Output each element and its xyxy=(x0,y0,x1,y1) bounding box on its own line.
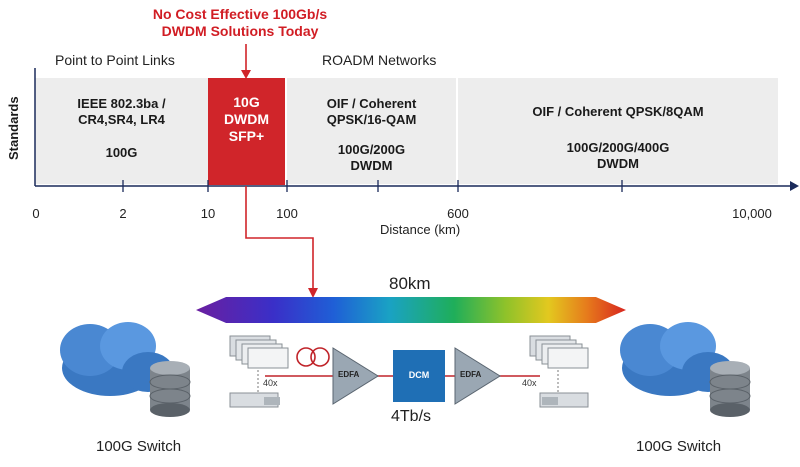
edfa-label-2: EDFA xyxy=(460,370,482,379)
fiber-spool-icon xyxy=(296,347,316,367)
span-distance-label: 80km xyxy=(389,274,431,293)
cell-oif2-line-3: DWDM xyxy=(597,156,639,171)
section-label-roadm: ROADM Networks xyxy=(322,52,437,68)
transceiver-count-left: 40x xyxy=(263,378,278,388)
tick-label-0: 0 xyxy=(32,206,40,221)
tick-label-10000: 10,000 xyxy=(732,206,772,221)
callout-arrowhead xyxy=(241,70,251,79)
edfa-amplifier-icon-1 xyxy=(332,347,379,405)
cell-ieee-line-1: IEEE 802.3ba / xyxy=(77,96,166,111)
cell-oif-100g-text: OIF / Coherent QPSK/16-QAM 100G/200G DWD… xyxy=(287,96,456,174)
cell-oif1-line-2: QPSK/16-QAM xyxy=(326,112,417,127)
cell-oif2-line-1: OIF / Coherent QPSK/8QAM xyxy=(532,104,704,119)
tick-label-100: 100 xyxy=(276,206,298,221)
fiber-spool-icon-2 xyxy=(310,347,330,367)
cell-oif1-line-1: OIF / Coherent xyxy=(326,96,417,111)
tick-label-2: 2 xyxy=(119,206,127,221)
switch-label-left: 100G Switch xyxy=(96,438,182,455)
cell-ieee-rate: 100G xyxy=(105,145,138,160)
transceiver-count-right: 40x xyxy=(522,378,537,388)
cell-10g-line-3: SFP+ xyxy=(228,128,265,144)
connector-arrowhead xyxy=(308,288,318,298)
callout-title: No Cost Effective 100Gb/s DWDM Solutions… xyxy=(130,6,350,40)
cloud-server-left-icon xyxy=(60,322,191,417)
cell-ieee-text: IEEE 802.3ba / CR4,SR4, LR4 100G xyxy=(35,96,208,161)
highlight-10g-dwdm-box: 10G DWDM SFP+ xyxy=(208,78,285,185)
section-label-point-to-point: Point to Point Links xyxy=(55,52,175,68)
dcm-module xyxy=(393,350,445,402)
wavelength-span-bar xyxy=(196,297,626,323)
edfa-label-1: EDFA xyxy=(338,370,360,379)
transceiver-stack-left-icon xyxy=(229,335,289,408)
x-axis-arrowhead xyxy=(790,181,799,191)
cloud-server-right-icon xyxy=(620,322,751,417)
cell-oif1-line-3: 100G/200G xyxy=(337,142,406,157)
x-axis-label: Distance (km) xyxy=(380,222,461,237)
tick-label-600: 600 xyxy=(447,206,469,221)
band-cell-oif-400g xyxy=(458,78,778,184)
capacity-label: 4Tb/s xyxy=(391,408,432,425)
band-cell-oif-100g xyxy=(287,78,456,184)
dcm-label: DCM xyxy=(408,370,430,380)
tick-label-10: 10 xyxy=(200,206,216,221)
cell-10g-line-2: DWDM xyxy=(223,111,270,127)
cell-10g-line-1: 10G xyxy=(233,94,260,110)
callout-line-2: DWDM Solutions Today xyxy=(161,23,319,39)
cell-oif1-line-4: DWDM xyxy=(350,158,393,173)
cell-ieee-line-2: CR4,SR4, LR4 xyxy=(78,112,165,127)
connector-arrow xyxy=(245,186,314,290)
transceiver-stack-right-icon xyxy=(529,335,589,408)
callout-line-1: No Cost Effective 100Gb/s xyxy=(152,6,328,22)
switch-label-right: 100G Switch xyxy=(636,438,722,455)
cell-oif-400g-text: OIF / Coherent QPSK/8QAM 100G/200G/400G … xyxy=(458,104,778,172)
cell-oif2-line-2: 100G/200G/400G xyxy=(566,140,670,155)
edfa-amplifier-icon-2 xyxy=(454,347,501,405)
band-cell-ieee xyxy=(35,78,208,184)
